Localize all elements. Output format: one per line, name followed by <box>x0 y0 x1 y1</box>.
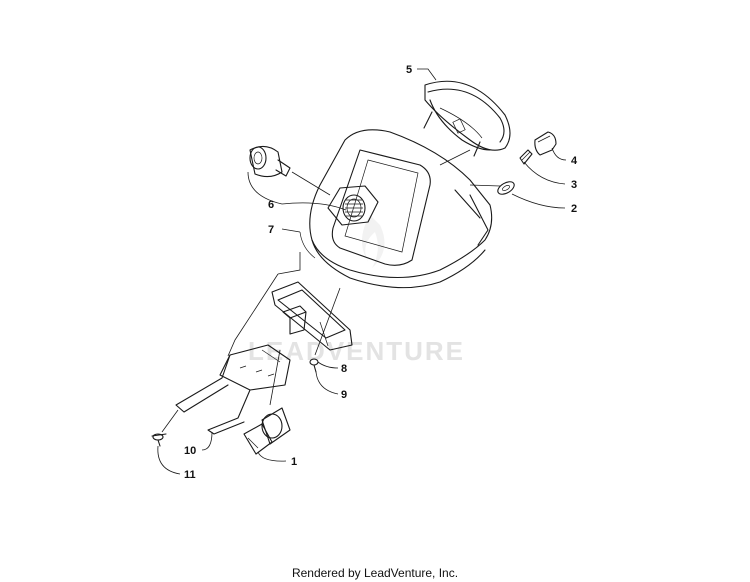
svg-text:7: 7 <box>268 224 274 236</box>
callout-1: 1 <box>257 451 297 468</box>
callout-9: 9 <box>315 371 347 401</box>
callout-8: 8 <box>317 361 347 375</box>
svg-text:3: 3 <box>571 179 577 191</box>
part-5-gauge[interactable] <box>423 80 511 157</box>
part-switch-left[interactable] <box>249 145 291 178</box>
callout-10: 10 <box>184 431 213 457</box>
svg-text:6: 6 <box>268 199 274 211</box>
watermark-logo-icon <box>361 215 385 268</box>
assembly-lines <box>161 149 501 433</box>
svg-text:5: 5 <box>406 64 412 76</box>
callout-3: 3 <box>523 161 577 191</box>
part-7-housing[interactable] <box>299 129 493 289</box>
watermark-text: LEADVENTURE <box>248 336 465 366</box>
callout-5: 5 <box>406 64 437 81</box>
part-11-rivet[interactable] <box>151 433 167 447</box>
callout-4: 4 <box>551 147 578 167</box>
part-3-key-blade[interactable] <box>519 149 533 165</box>
part-2-nut[interactable] <box>496 179 517 197</box>
part-4-key[interactable] <box>534 131 557 156</box>
part-10-mount[interactable] <box>175 344 291 435</box>
svg-text:9: 9 <box>341 389 347 401</box>
svg-text:4: 4 <box>571 155 578 167</box>
part-8-bracket[interactable] <box>271 281 353 351</box>
callout-7: 7 <box>268 224 301 236</box>
callout-6: 6 <box>247 171 347 211</box>
part-1-switch[interactable] <box>243 407 291 455</box>
svg-text:2: 2 <box>571 203 577 215</box>
svg-text:1: 1 <box>291 456 297 468</box>
callout-2: 2 <box>511 193 577 215</box>
svg-text:8: 8 <box>341 363 347 375</box>
watermark: LEADVENTURE <box>248 215 465 366</box>
svg-text:11: 11 <box>184 469 196 481</box>
part-6-knob[interactable] <box>342 194 366 222</box>
svg-text:10: 10 <box>184 445 196 457</box>
footer-credit: Rendered by LeadVenture, Inc. <box>291 566 459 580</box>
callout-11: 11 <box>157 445 196 481</box>
